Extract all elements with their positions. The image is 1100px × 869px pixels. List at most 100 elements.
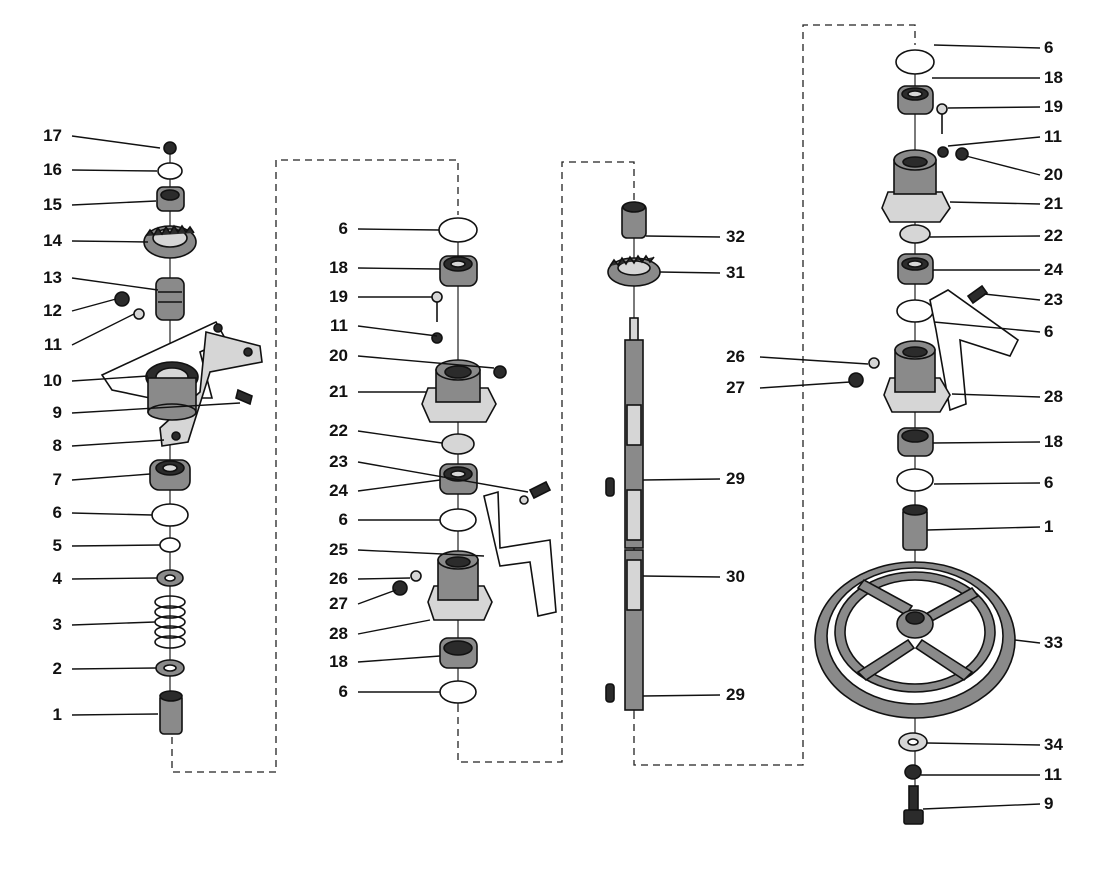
leader-line [965, 155, 1041, 176]
part-callout-label: 15 [43, 195, 62, 214]
part-callout-label: 28 [329, 624, 348, 643]
part-callout-label: 19 [1044, 97, 1063, 116]
part-callout-label: 9 [53, 403, 62, 422]
leader-line [357, 549, 485, 557]
leader-line [357, 430, 443, 444]
nut-part [163, 141, 177, 155]
part-callout-label: 11 [1044, 127, 1062, 146]
shaft-assembly-parts [605, 201, 661, 711]
part-callout-label: 13 [43, 268, 62, 287]
second-assembly-parts [392, 217, 557, 704]
part-callout-label: 24 [329, 481, 348, 500]
part-callout-label: 2 [53, 659, 62, 678]
leader-line [951, 393, 1041, 398]
right-assembly-parts [814, 49, 1020, 825]
leader-line [645, 235, 721, 238]
leader-line [71, 402, 241, 414]
leader-line [357, 325, 438, 337]
part-callout-label: 28 [1044, 387, 1063, 406]
leader-line [71, 298, 117, 312]
part-callout-label: 27 [329, 594, 348, 613]
part-callout-label: 22 [1044, 226, 1063, 245]
part-callout-label: 12 [43, 301, 62, 320]
part-callout-label: 33 [1044, 633, 1063, 652]
leader-line [929, 235, 1041, 238]
leader-line [71, 577, 158, 580]
leader-line [983, 293, 1041, 301]
leader-line [71, 313, 135, 346]
part-callout-label: 30 [726, 567, 745, 586]
leader-line [926, 526, 1041, 531]
leader-line [71, 135, 161, 149]
callout-labels: 1716151413121110987654321618191120212223… [43, 38, 1063, 813]
part-callout-label: 21 [329, 382, 348, 401]
part-callout-label: 9 [1044, 794, 1053, 813]
part-callout-label: 14 [43, 231, 62, 250]
part-callout-label: 10 [43, 371, 62, 390]
leader-line [947, 136, 1041, 147]
part-callout-label: 29 [726, 469, 745, 488]
part-callout-label: 18 [329, 258, 348, 277]
part-callout-label: 23 [329, 452, 348, 471]
part-callout-label: 11 [1044, 765, 1062, 784]
part-callout-label: 6 [1044, 38, 1053, 57]
part-callout-label: 18 [1044, 68, 1063, 87]
leader-line [71, 512, 153, 516]
part-callout-label: 3 [53, 615, 62, 634]
leader-line [357, 479, 441, 492]
part-callout-label: 11 [44, 335, 62, 354]
leader-line [357, 355, 495, 369]
part-callout-label: 27 [726, 378, 745, 397]
part-callout-label: 24 [1044, 260, 1063, 279]
part-callout-label: 18 [329, 652, 348, 671]
part-callout-label: 32 [726, 227, 745, 246]
part-callout-label: 26 [329, 569, 348, 588]
leader-line [71, 375, 149, 382]
part-callout-label: 11 [330, 316, 348, 335]
leader-line [71, 667, 157, 670]
part-callout-label: 17 [43, 126, 62, 145]
leader-line [71, 277, 159, 291]
part-callout-label: 6 [1044, 322, 1053, 341]
leader-line [759, 356, 869, 365]
part-callout-label: 16 [43, 160, 62, 179]
part-callout-label: 6 [339, 510, 348, 529]
leader-line [357, 619, 431, 635]
part-callout-label: 25 [329, 540, 348, 559]
leader-line [71, 200, 157, 206]
part-callout-label: 34 [1044, 735, 1063, 754]
leader-line [71, 544, 161, 547]
leader-line [659, 271, 721, 274]
part-callout-label: 31 [726, 263, 745, 282]
leader-line [357, 589, 397, 605]
part-callout-label: 19 [329, 287, 348, 306]
part-callout-label: 4 [53, 569, 63, 588]
leader-line [642, 478, 721, 481]
part-callout-label: 18 [1044, 432, 1063, 451]
part-callout-label: 22 [329, 421, 348, 440]
leader-line [759, 381, 851, 389]
leader-line [71, 621, 156, 626]
leader-line [357, 461, 529, 493]
leader-line [947, 106, 1041, 109]
leader-line [642, 694, 721, 697]
left-assembly-parts [100, 141, 263, 735]
leader-line [949, 201, 1041, 205]
leader-line [933, 44, 1041, 49]
part-callout-label: 6 [339, 219, 348, 238]
part-callout-label: 6 [1044, 473, 1053, 492]
leader-line [357, 577, 411, 580]
part-callout-label: 8 [53, 436, 62, 455]
leader-line [1014, 639, 1041, 644]
leader-line [922, 803, 1041, 810]
leader-line [926, 742, 1041, 746]
part-callout-label: 29 [726, 685, 745, 704]
part-callout-label: 20 [1044, 165, 1063, 184]
part-callout-label: 1 [1044, 517, 1053, 536]
part-callout-label: 6 [339, 682, 348, 701]
leader-line [357, 655, 441, 663]
leader-line [933, 321, 1041, 333]
part-callout-label: 26 [726, 347, 745, 366]
leader-line [71, 240, 149, 243]
